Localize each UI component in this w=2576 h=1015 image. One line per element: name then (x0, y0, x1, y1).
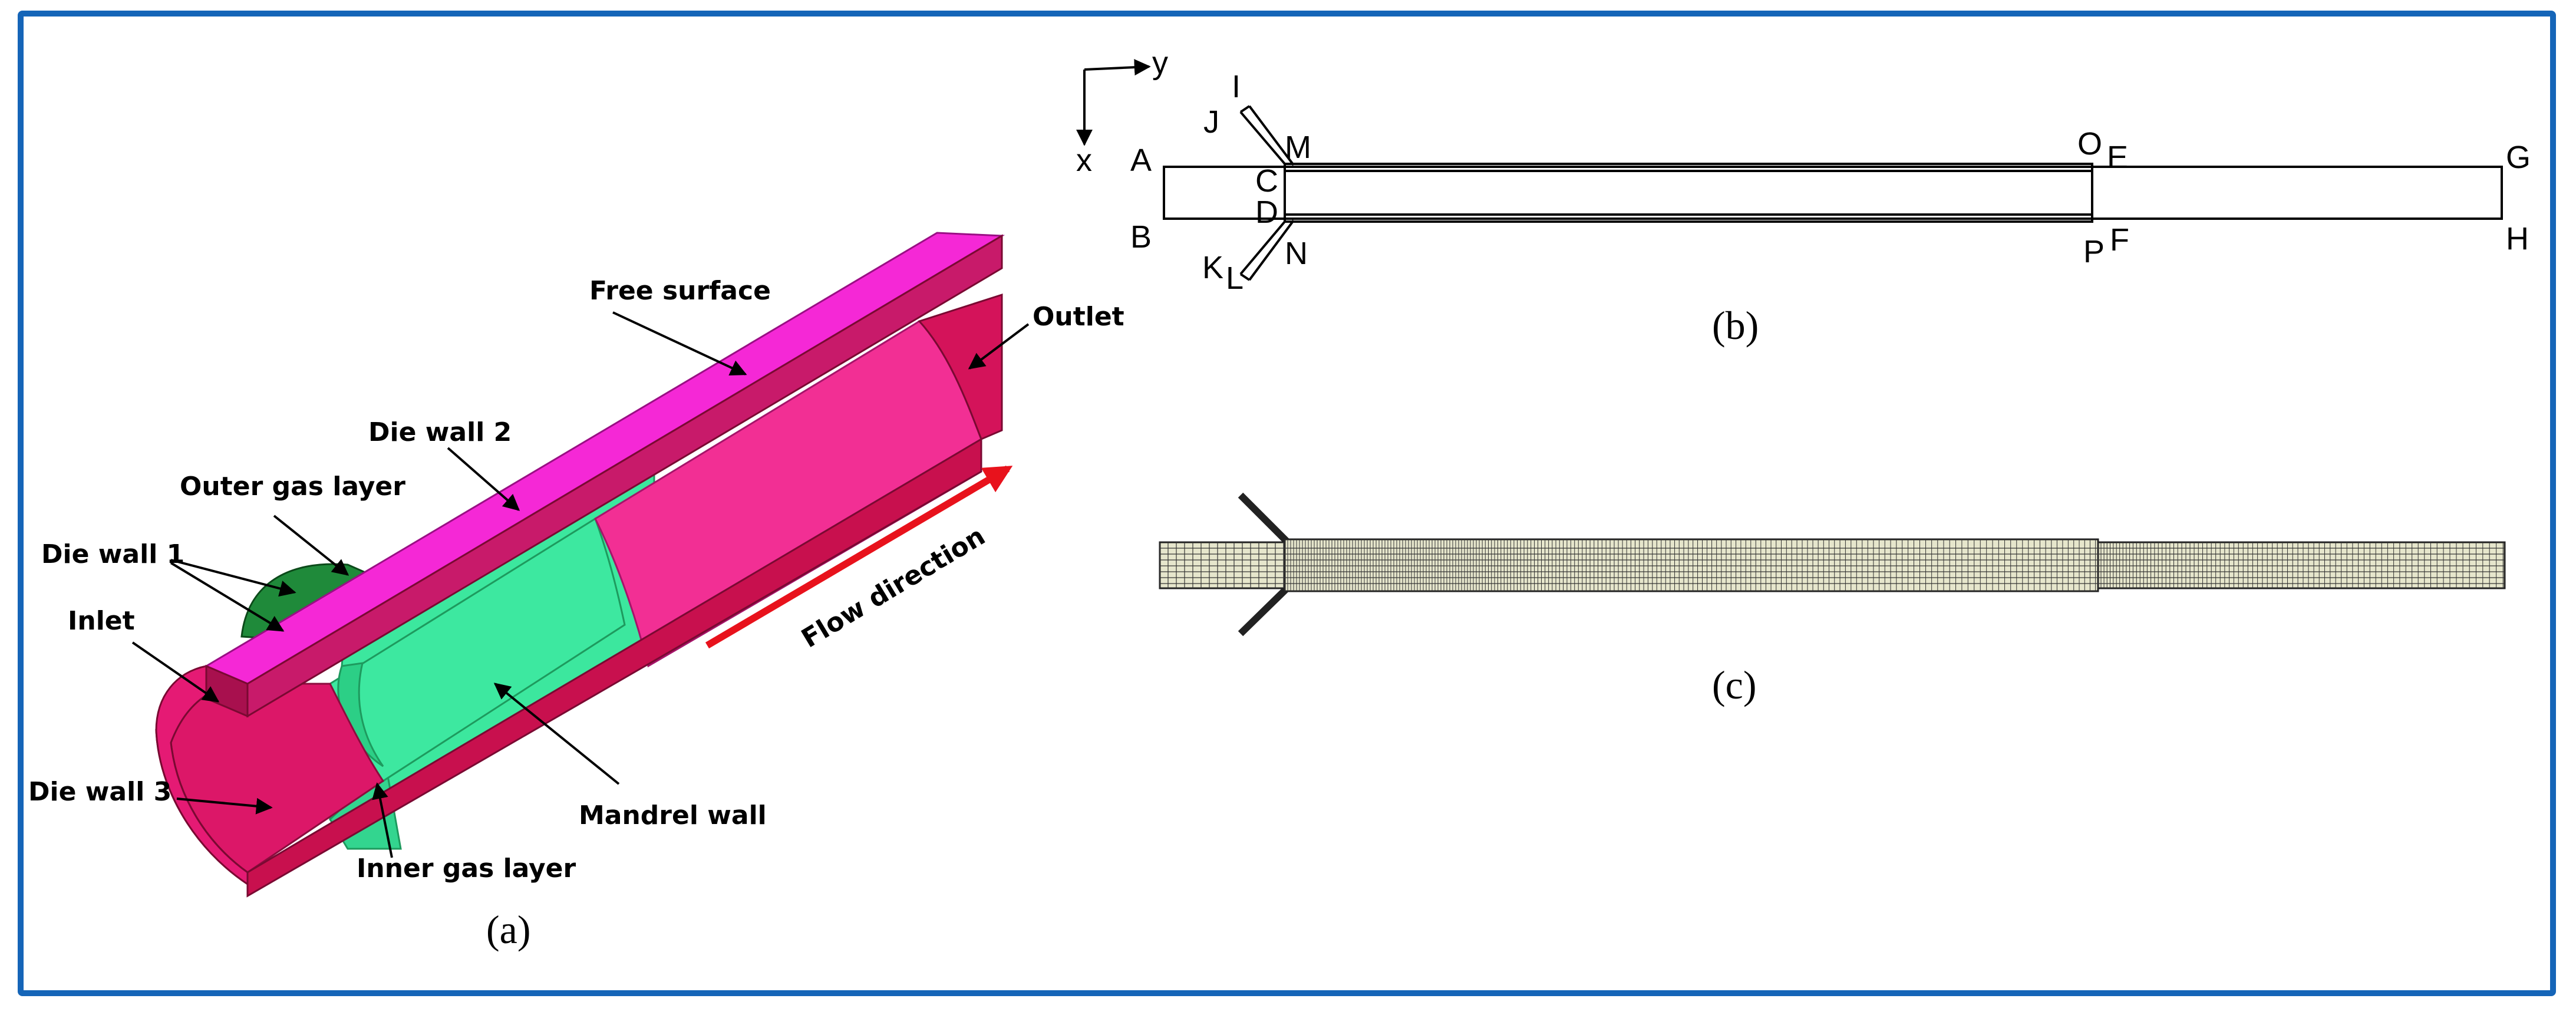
upper-branch-outer (1239, 111, 1286, 165)
channel-outline (1163, 166, 2503, 220)
caption-b: (b) (1712, 303, 1759, 348)
point-I: I (1232, 69, 1241, 104)
outlet-crescent (918, 293, 1003, 440)
point-H: H (2506, 221, 2529, 256)
point-K: K (1202, 250, 1223, 285)
mesh-region-inlet (1159, 541, 1286, 589)
caption-c: (c) (1712, 663, 1756, 707)
point-E: E (2107, 140, 2128, 175)
point-A: A (1130, 143, 1152, 178)
y-axis-arrow (1084, 59, 1151, 76)
label-outer-gas-layer: Outer gas layer (180, 472, 405, 502)
label-outlet: Outlet (1033, 302, 1124, 332)
inlet-ring (155, 665, 266, 886)
lower-branch-inner (1248, 219, 1295, 281)
label-free-surface: Free surface (589, 276, 771, 306)
panel-a-diagram (155, 232, 1013, 898)
axis-label-y: y (1152, 45, 1168, 81)
point-P: P (2083, 234, 2105, 269)
figure-frame (18, 11, 2556, 996)
point-F: F (2110, 222, 2129, 258)
panel-b-labels: y x A B C D I J M N K L O E P F G H (b) (1076, 45, 2531, 348)
label-inlet: Inlet (68, 606, 135, 636)
point-N: N (1285, 236, 1308, 271)
point-C: C (1255, 163, 1278, 199)
mesh-upper-branch (1238, 492, 1294, 548)
point-B: B (1130, 219, 1152, 255)
axis-label-x: x (1076, 143, 1092, 178)
point-L: L (1226, 261, 1244, 296)
point-D: D (1255, 195, 1278, 230)
label-mandrel-wall: Mandrel wall (579, 800, 767, 831)
label-inner-gas-layer: Inner gas layer (357, 853, 576, 884)
point-O: O (2077, 126, 2102, 162)
mesh-lower-branch (1238, 582, 1294, 637)
panel-c-mesh (1159, 492, 2506, 637)
panel-a-leaders (131, 311, 1030, 858)
point-M: M (1285, 130, 1311, 165)
panel-b-schematic (1076, 59, 2503, 281)
caption-a: (a) (486, 907, 530, 952)
upper-branch-inner (1248, 105, 1295, 166)
flow-direction-arrow (705, 465, 1013, 649)
lower-branch-outer (1239, 220, 1286, 275)
point-G: G (2506, 140, 2531, 175)
die-annulus-outline (1284, 163, 2093, 223)
panel-c-labels: (c) (1712, 663, 1756, 707)
mesh-grid-lines (1159, 539, 2505, 591)
label-die-wall-2: Die wall 2 (368, 417, 512, 447)
label-die-wall-1: Die wall 1 (41, 539, 184, 569)
label-die-wall-3: Die wall 3 (28, 777, 171, 807)
point-J: J (1203, 104, 1219, 140)
